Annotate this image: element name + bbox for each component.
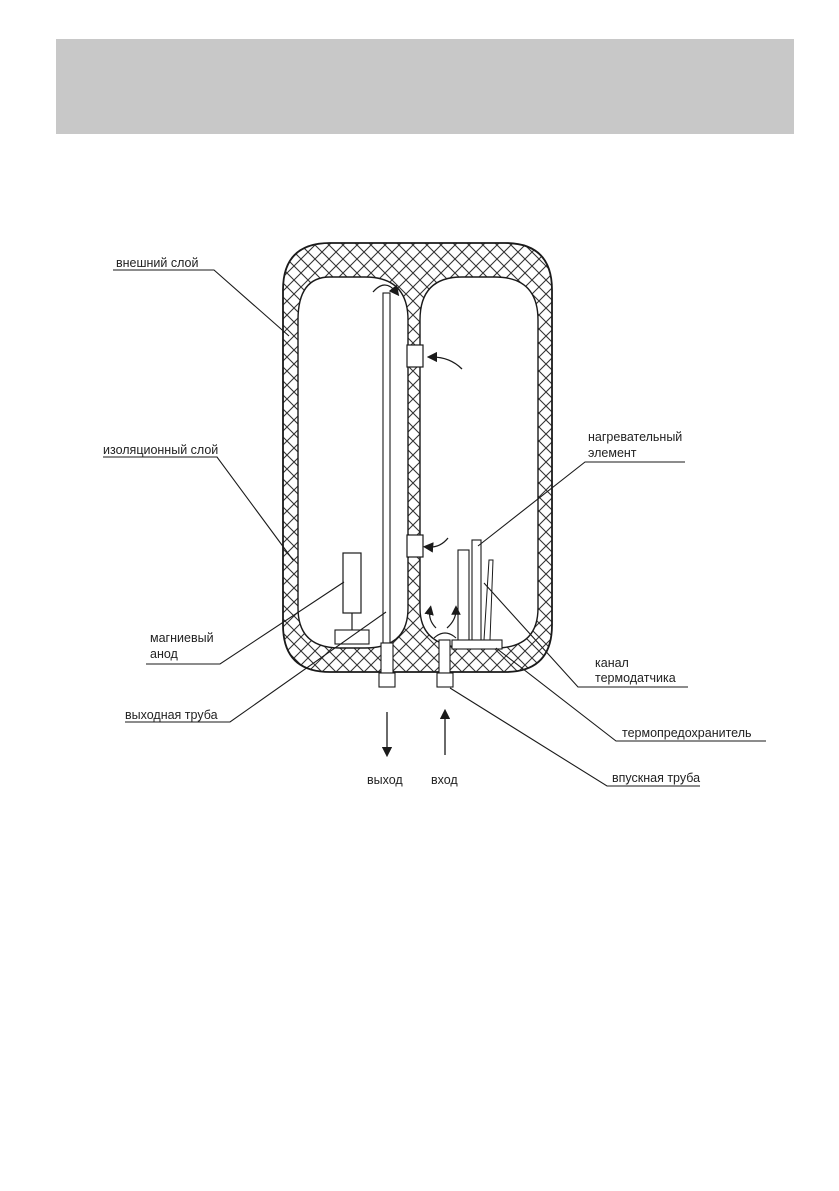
leader-sensor-channel bbox=[483, 582, 688, 688]
heating-element-shape bbox=[457, 549, 470, 643]
label-anode-2: анод bbox=[150, 647, 179, 661]
label-sensor-channel-1: канал bbox=[595, 656, 629, 670]
label-thermal-fuse: термопредохранитель bbox=[622, 726, 752, 740]
label-sensor-channel-2: термодатчика bbox=[595, 671, 676, 685]
outlet-fitting bbox=[380, 642, 394, 674]
leader-thermal-fuse bbox=[495, 647, 766, 742]
inlet-nozzle bbox=[436, 672, 454, 688]
label-heating-element-1: нагревательный bbox=[588, 430, 682, 444]
leader-outer-layer bbox=[113, 269, 290, 337]
label-outlet: выход bbox=[367, 773, 403, 787]
flow-arrow-bottom-right bbox=[446, 605, 461, 629]
leader-anode bbox=[146, 581, 345, 665]
inlet-spray-arc bbox=[433, 632, 457, 639]
sensor-channel-shape bbox=[471, 539, 482, 643]
outlet-pipe-shape bbox=[382, 292, 391, 644]
bottom-connector bbox=[406, 534, 424, 558]
label-outer-layer: внешний слой bbox=[116, 256, 199, 270]
leader-heating-element bbox=[477, 461, 685, 547]
inlet-pipe-shape bbox=[438, 639, 451, 674]
label-inlet: вход bbox=[431, 773, 458, 787]
flow-arrow-middle bbox=[422, 537, 449, 553]
anode-base bbox=[334, 629, 370, 645]
label-insulation: изоляционный слой bbox=[103, 443, 218, 457]
leader-outlet-pipe bbox=[125, 611, 387, 723]
label-heating-element-2: элемент bbox=[588, 446, 637, 460]
header-band bbox=[56, 39, 794, 134]
top-connector bbox=[406, 344, 424, 368]
leader-insulation bbox=[103, 456, 294, 561]
outlet-top-flow-arrow bbox=[372, 284, 400, 297]
flow-arrow-top-right bbox=[426, 351, 463, 370]
left-tank bbox=[297, 276, 409, 649]
label-inlet-pipe: впускная труба bbox=[612, 771, 700, 785]
heater-flange bbox=[451, 639, 503, 650]
flow-arrow-bottom-left bbox=[424, 605, 437, 629]
label-outlet-pipe: выходная труба bbox=[125, 708, 218, 722]
outlet-nozzle bbox=[378, 672, 396, 688]
magnesium-anode-shape bbox=[342, 552, 362, 614]
leader-inlet-pipe bbox=[449, 687, 700, 787]
label-anode-1: магниевый bbox=[150, 631, 214, 645]
